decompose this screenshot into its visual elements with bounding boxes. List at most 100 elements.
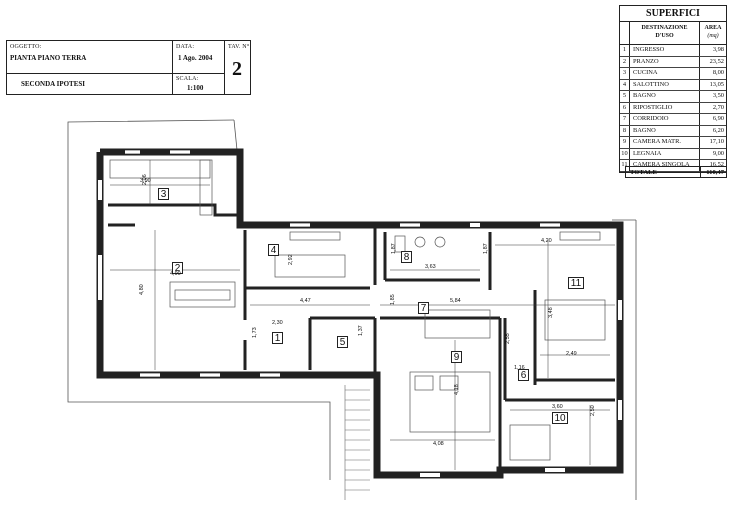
exterior-walls [96,148,624,479]
oggetto-value: PIANTA PIANO TERRA [10,54,87,62]
dimension-d-137: 1,37 [358,325,364,336]
dimension-d-390: 3,90 [140,178,151,184]
dimension-d-360: 3,60 [552,404,563,410]
dimension-d-418: 4,18 [454,384,460,395]
scala-cell: SCALA: 1:100 [173,74,225,94]
room-number-1: 1 [272,332,283,344]
row-name: CAMERA SINGOLA [630,160,700,171]
row-number: 2 [620,56,630,67]
dimension-d-116: 1,16 [514,365,525,371]
room-number-10: 10 [552,412,568,424]
row-area: 16,52 [709,161,724,168]
room-number-11: 11 [568,277,584,289]
row-name: BAGNO [630,125,700,136]
row-area: 17,10 [709,138,724,145]
row-name: RIPOSTIGLIO [630,102,700,113]
row-name: CAMERA MATR. [630,137,700,148]
window-frames [125,149,560,378]
dimension-d-480: 4,80 [139,284,145,295]
dimension-d-408: 4,08 [433,441,444,447]
data-label: DATA: [176,44,195,50]
row-name: SALOTTINO [630,79,700,90]
ipotesi-value: SECONDA IPOTESI [21,80,85,88]
superfici-title: SUPERFICI [620,6,726,22]
room-number-3: 3 [158,188,169,200]
superfici-header: DESTINAZIONE D'USO AREA (mq) [620,22,726,45]
tav-value: 2 [232,58,242,80]
room-number-9: 9 [451,351,462,363]
row-number: 6 [620,102,630,113]
superfici-table: SUPERFICI DESTINAZIONE D'USO AREA (mq) 1… [619,5,727,173]
row-number: 11 [620,160,630,171]
row-number: 4 [620,79,630,90]
row-name: CORRIDOIO [630,114,700,125]
row-number: 3 [620,68,630,79]
interior-walls [108,203,615,470]
oggetto-cell: OGGETTO: PIANTA PIANO TERRA [7,41,173,74]
dimension-d-447: 4,47 [300,298,311,304]
dimension-d-230: 2,30 [272,320,283,326]
scala-value: 1:100 [187,84,204,92]
row-name: PRANZO [630,56,700,67]
stairs [344,385,370,500]
totale-label: TOTALE [626,167,701,177]
row-area: 23,52 [709,57,724,65]
room-number-6: 6 [518,369,529,381]
row-name: LEGNAIA [630,148,700,159]
row-area: 9,00 [712,149,724,157]
dimension-d-490: 4,90 [170,271,181,277]
row-number: 5 [620,91,630,102]
col-area: AREA (mq) [700,22,726,44]
row-number: 10 [620,148,630,159]
site-outline [67,119,637,500]
row-name: BAGNO [630,91,700,102]
dimension-d-206: 2,06 [142,174,148,185]
windows [98,150,622,477]
row-area: 3,98 [712,46,724,53]
row-area: 6,90 [712,115,724,122]
dimension-d-173: 1,73 [252,327,258,338]
furniture [109,159,606,461]
room-number-8: 8 [401,251,412,263]
row-area: 8,00 [712,69,724,76]
totale-value: 110,47 [706,169,724,176]
dimension-d-584: 5,84 [450,298,461,304]
room-number-7: 7 [418,302,429,314]
col-dest: DESTINAZIONE D'USO [630,22,700,44]
tav-cell: TAV. N° 2 [225,41,250,94]
dimension-d-187a: 1,87 [391,243,397,254]
col-area-label: AREA [704,25,722,31]
oggetto-label: OGGETTO: [10,44,42,50]
totale-row: TOTALE 110,47 [625,166,727,178]
dimension-d-363: 3,63 [425,264,436,270]
tav-label: TAV. N° [228,44,250,50]
dimension-d-250: 2,50 [590,405,596,416]
dimension-d-348: 3,48 [548,307,554,318]
dimension-d-292: 2,92 [288,254,294,265]
dimension-d-255: 2,55 [505,333,511,344]
row-name: INGRESSO [630,45,700,56]
row-area: 6,20 [712,126,724,134]
row-area: 13,05 [709,80,724,88]
row-number: 7 [620,114,630,125]
scala-label: SCALA: [176,76,199,82]
row-name: CUCINA [630,68,700,79]
dimension-d-420: 4,20 [541,238,552,244]
row-number: 9 [620,137,630,148]
row-area: 3,50 [712,92,724,99]
title-block: OGGETTO: PIANTA PIANO TERRA SECONDA IPOT… [6,40,251,95]
dimension-d-185: 1,85 [390,294,396,305]
dimension-d-249: 2,49 [566,351,577,357]
row-area: 2,70 [712,103,724,111]
